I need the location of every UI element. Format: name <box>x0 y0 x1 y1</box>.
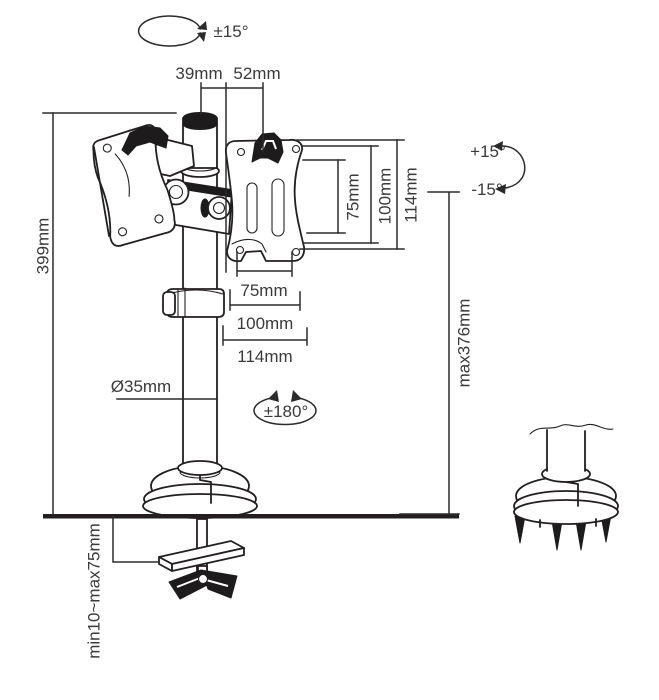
swivel-arrow-tip-right <box>291 390 302 402</box>
label-pole-diameter: Ø35mm <box>111 377 171 396</box>
front-plate-hole-br <box>291 247 301 257</box>
pole-base-collar <box>177 460 223 476</box>
side-plate-outline <box>92 124 176 247</box>
collar-lever <box>162 291 176 316</box>
tilt-hook-right <box>251 132 284 164</box>
label-vesa-v100: 100mm <box>375 168 394 225</box>
dim-vesa-h75-bracket <box>236 251 293 277</box>
tilt-hook-left <box>121 125 169 156</box>
label-tilt-down: -15° <box>471 180 502 199</box>
desk-base <box>142 465 258 519</box>
detail-base-rim-lower <box>513 499 619 525</box>
label-offset-52: 52mm <box>233 64 280 83</box>
vesa-plate-front <box>224 132 306 263</box>
label-vesa-h114: 114mm <box>237 347 292 366</box>
pole-base-collar-rim <box>179 471 221 479</box>
dim-top-offset-bracket <box>200 82 264 273</box>
front-plate-hole-bl <box>235 245 245 255</box>
label-clamp-range: min10~max75mm <box>84 523 103 659</box>
dim-vesa-vertical-bottom-ticks <box>299 232 405 250</box>
label-vesa-h75: 75mm <box>240 281 287 300</box>
knob-hub <box>197 573 209 585</box>
label-head-rotation: ±15° <box>213 22 248 41</box>
rotation-arrow-tip-bottom <box>197 32 206 42</box>
knob-highlight-right <box>205 579 229 587</box>
front-plate-hole-tr <box>291 144 301 154</box>
swivel-bolt-inner <box>212 201 226 215</box>
dim-max376-bracket <box>399 191 460 515</box>
front-plate-outline <box>224 138 306 263</box>
side-plate-hole-tl <box>102 143 112 153</box>
cap-top-dark-rim <box>182 112 218 130</box>
pole-break-line <box>529 423 614 435</box>
tilt-arc-arrow-icon <box>500 145 526 189</box>
dim-vesa-h114-bracket <box>222 325 308 346</box>
desk-surface <box>43 514 459 519</box>
vesa-plate-side <box>92 124 176 247</box>
side-plate-hole-bl <box>117 227 128 237</box>
label-vesa-h100: 100mm <box>237 314 294 333</box>
dim-vesa-vertical-lines <box>337 139 398 250</box>
side-plate-thick-edge <box>93 146 110 237</box>
swivel-arc-arrow-icon <box>253 396 317 426</box>
front-plate-pocket-line <box>231 238 267 253</box>
rotation-arc-arrow-icon <box>137 15 202 47</box>
collar-body <box>166 288 225 318</box>
front-plate-hole-tl <box>236 147 246 157</box>
tilt-hook-slit <box>261 140 277 151</box>
label-vesa-v75: 75mm <box>343 173 362 220</box>
detail-pole-fill <box>548 430 585 472</box>
spike-3 <box>575 520 587 551</box>
tilt-arrow-tip-down <box>495 184 506 194</box>
dimensions: 399mm 39mm 52mm ±15° 75mm 100mm 114mm 75… <box>33 15 526 659</box>
tilt-bolt-inner <box>168 184 184 200</box>
rotation-arrow-tip-top <box>197 21 207 30</box>
dim-clamp-bracket <box>112 516 159 563</box>
mount-drawing <box>43 112 459 600</box>
grommet-base-detail <box>513 423 619 551</box>
dim-vesa-vertical-top-ticks <box>296 139 405 161</box>
pole-collar-clamp <box>162 287 225 318</box>
side-plate-hole-br <box>154 214 164 224</box>
front-plate-slot-right <box>271 178 285 237</box>
under-desk-clamp <box>158 518 245 600</box>
swivel-arrow-tip-left <box>268 390 279 402</box>
label-height-399: 399mm <box>33 218 52 275</box>
label-vesa-v114: 114mm <box>401 167 420 222</box>
side-plate-contour <box>114 153 130 197</box>
spike-2 <box>551 520 563 551</box>
dim-vesa-h100-bracket <box>229 289 301 311</box>
clamp-arm-front-face <box>171 547 245 572</box>
label-pole-height: max376mm <box>454 299 473 388</box>
spike-1 <box>514 515 526 544</box>
tilt-arrow-tip-up <box>493 141 503 151</box>
front-plate-slot-left <box>246 182 258 234</box>
knob-highlight-left <box>176 577 201 588</box>
label-offset-39: 39mm <box>175 64 222 83</box>
label-swivel: ±180° <box>264 402 309 421</box>
